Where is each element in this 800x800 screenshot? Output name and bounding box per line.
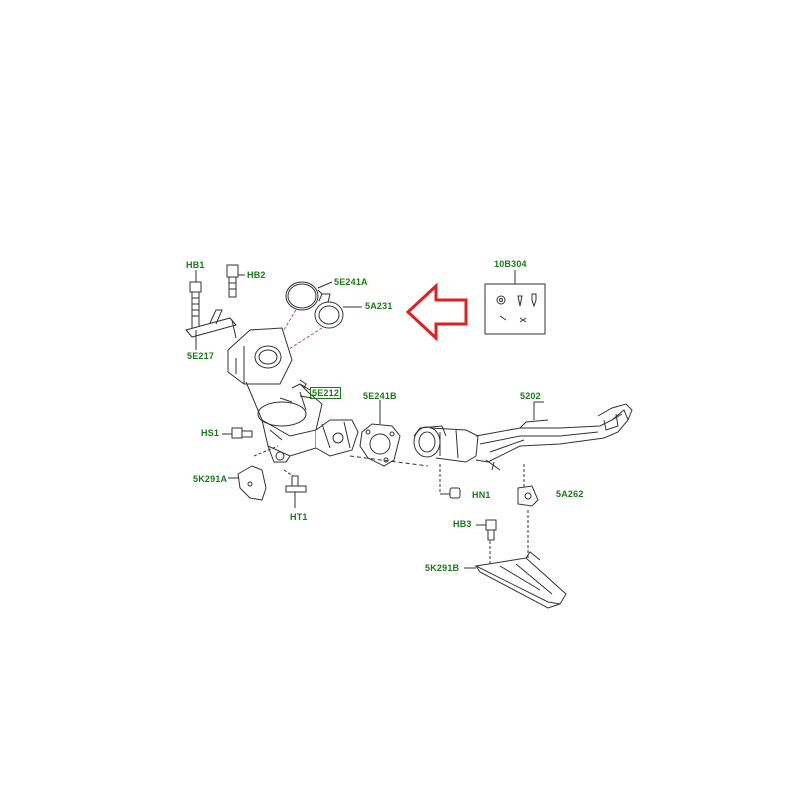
label-hn1: HN1 [472, 490, 491, 500]
front-pipe-5202-drawing [413, 401, 633, 471]
heat-shield-5k291b-drawing [464, 551, 567, 609]
label-5202: 5202 [520, 391, 541, 401]
label-5k291a: 5K291A [193, 474, 228, 484]
bracket-5e217-drawing [185, 309, 237, 350]
kit-10b304-box [484, 270, 546, 335]
stud-ht1-drawing [285, 475, 307, 508]
label-5a231: 5A231 [365, 301, 393, 311]
heat-shield-5k291a-drawing [228, 465, 267, 501]
label-5e241b: 5E241B [363, 391, 397, 401]
label-ht1: HT1 [290, 512, 308, 522]
gasket-5e241b-drawing [359, 400, 401, 467]
gasket-5e241a-drawing [285, 281, 333, 311]
bolt-hb1-drawing [189, 270, 202, 331]
label-hb1: HB1 [186, 260, 205, 270]
label-hb3: HB3 [453, 519, 472, 529]
mount-5a262-drawing [517, 485, 539, 507]
bolt-hb3-drawing [476, 519, 497, 541]
catalytic-converter-5e212-drawing [227, 327, 359, 463]
label-10b304: 10B304 [494, 259, 527, 269]
label-hb2: HB2 [247, 270, 266, 280]
label-5a262: 5A262 [556, 489, 584, 499]
outline-arrow-left-icon [405, 282, 468, 342]
label-5k291b: 5K291B [425, 563, 460, 573]
screw-hs1-drawing [222, 427, 253, 439]
label-5e212: 5E212 [310, 387, 342, 399]
bolt-hb2-drawing [226, 264, 245, 298]
clamp-5a231-drawing [314, 289, 362, 329]
label-5e241a: 5E241A [334, 277, 368, 287]
label-hs1: HS1 [201, 428, 220, 438]
nut-hn1-drawing [440, 487, 461, 499]
label-5e217: 5E217 [187, 351, 215, 361]
